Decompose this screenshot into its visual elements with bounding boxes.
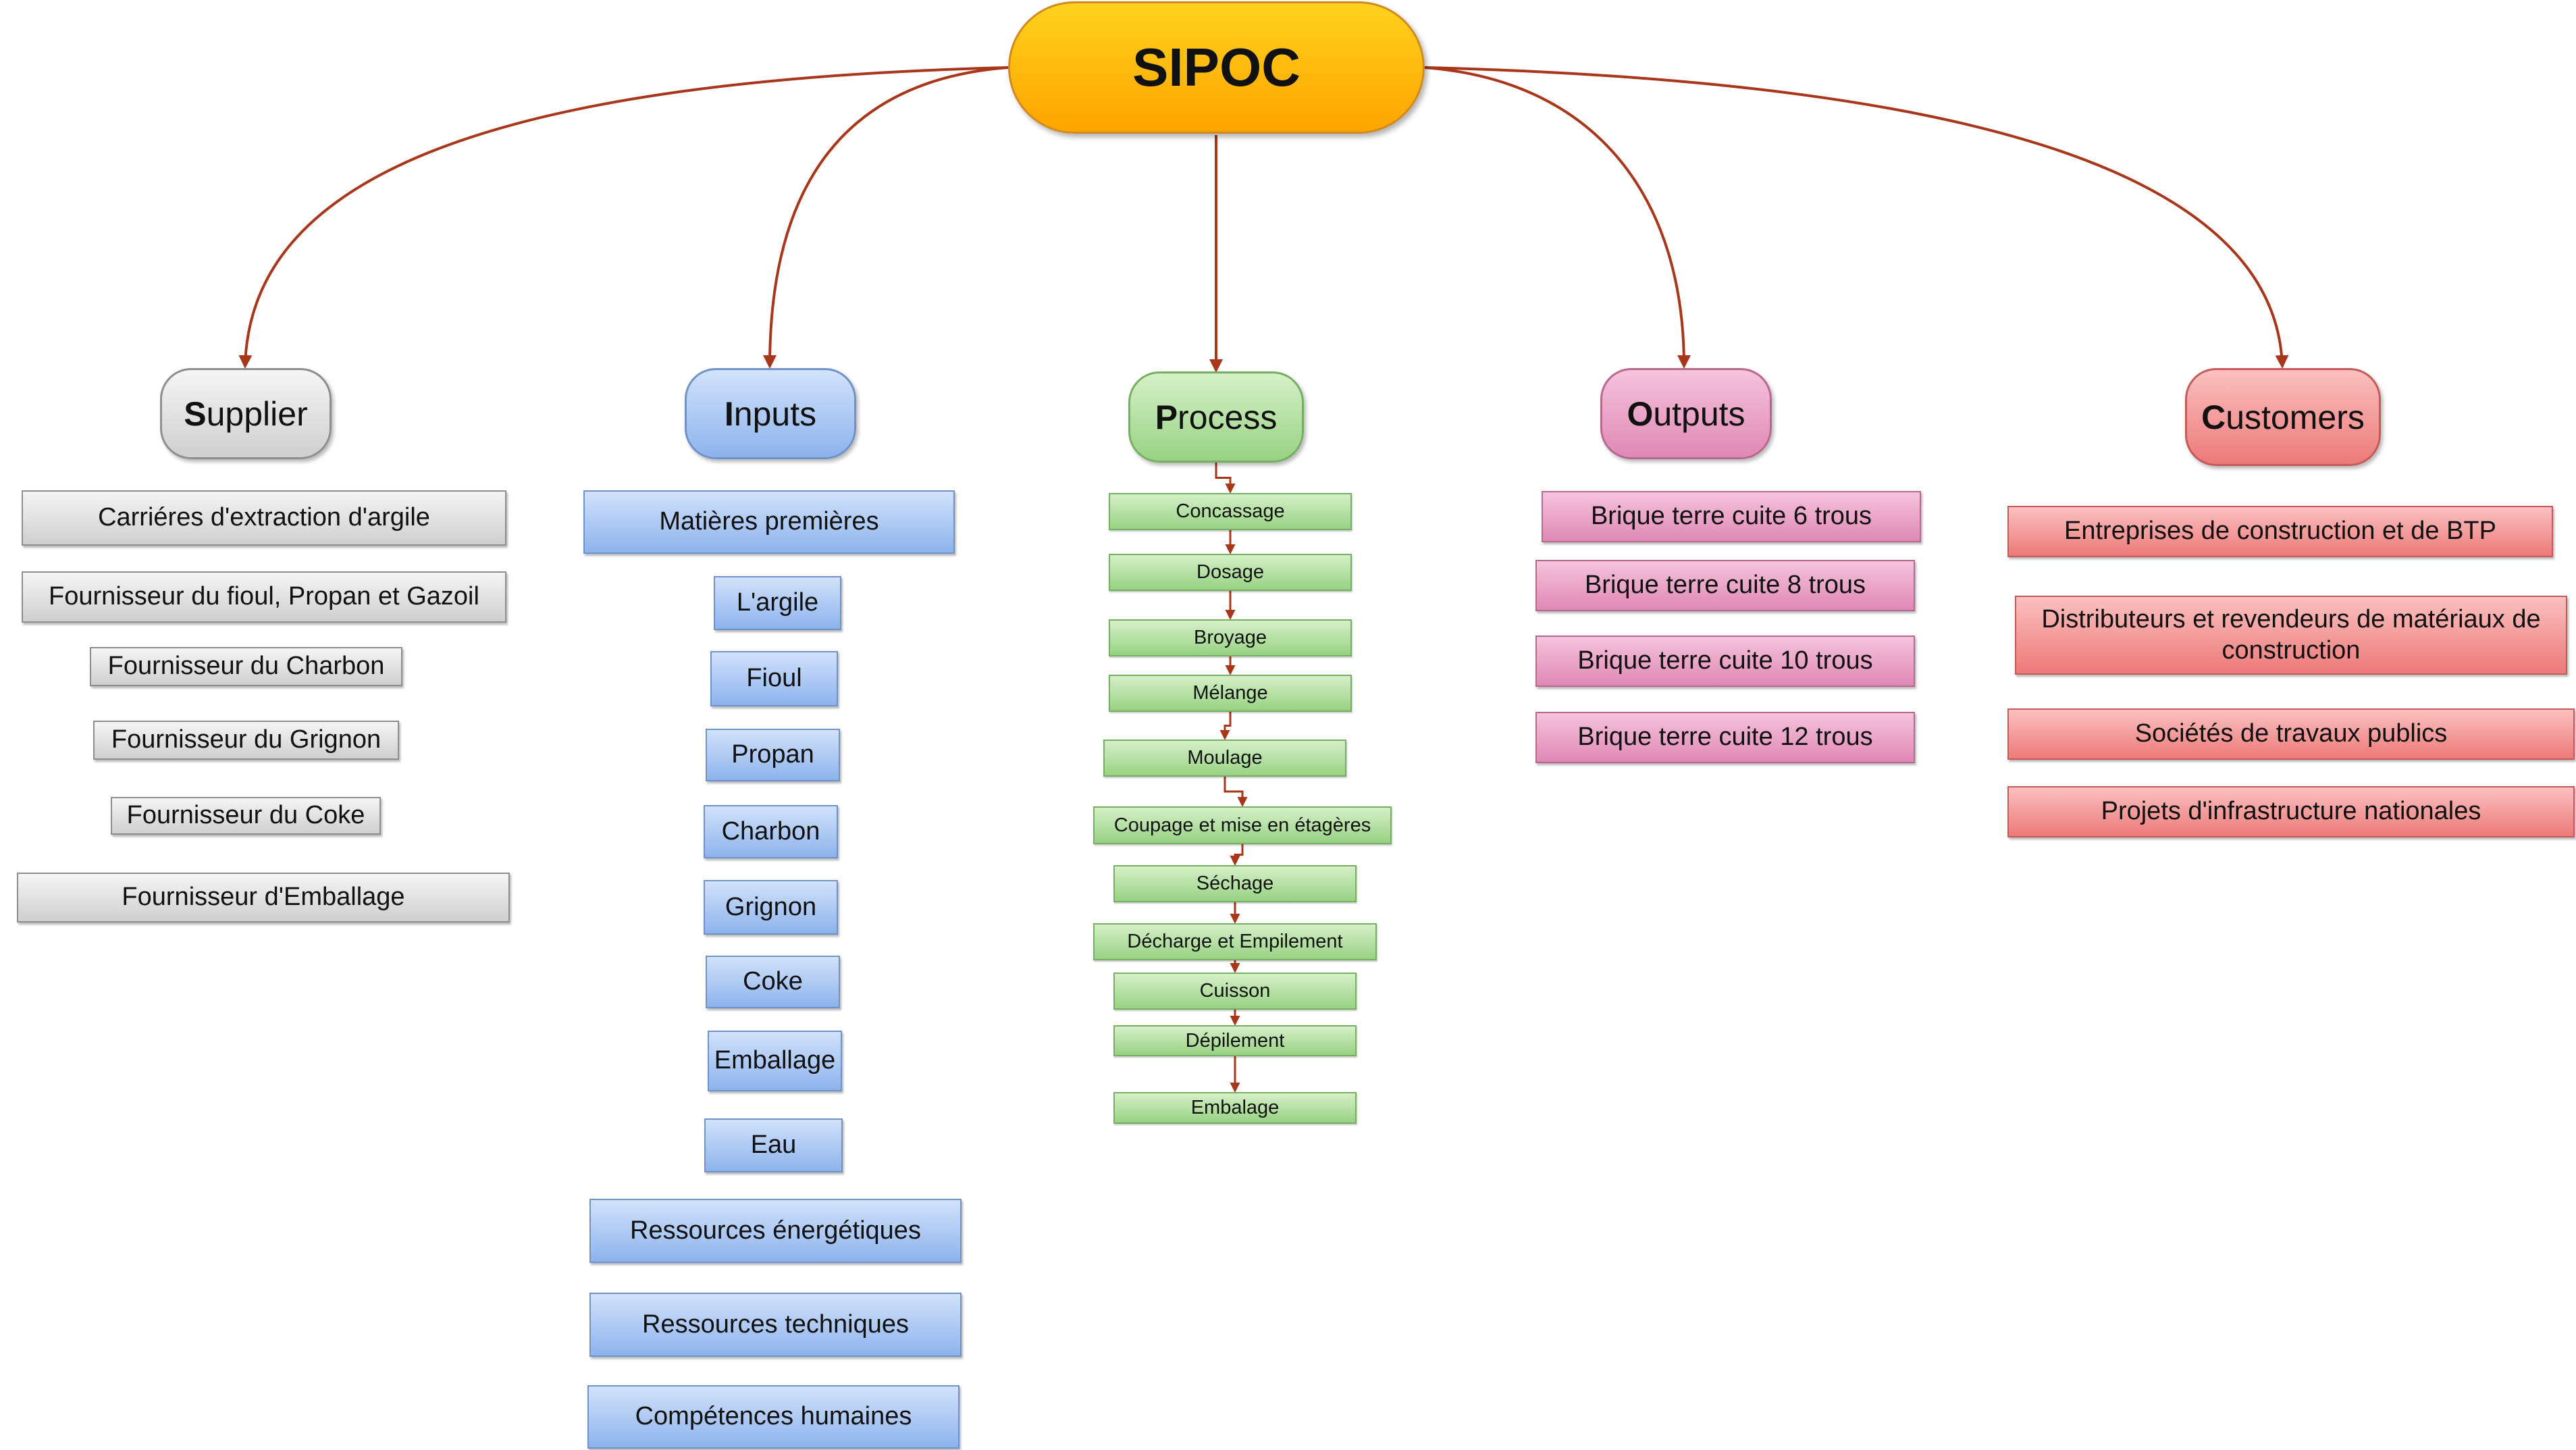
- input-item[interactable]: Compétences humaines: [587, 1385, 960, 1449]
- input-item[interactable]: Fioul: [710, 651, 838, 706]
- output-item[interactable]: Brique terre cuite 10 trous: [1535, 636, 1915, 687]
- supplier-item[interactable]: Carriéres d'extraction d'argile: [22, 490, 506, 546]
- process-flow-arrow: [1215, 463, 1236, 494]
- process-flow-arrow: [1230, 844, 1244, 866]
- connector-root-outputs: [1424, 66, 1691, 369]
- supplier-item[interactable]: Fournisseur du Coke: [111, 797, 381, 835]
- supplier-item[interactable]: Fournisseur du Grignon: [93, 721, 399, 760]
- connector-root-customers: [1424, 66, 2289, 369]
- category-supplier[interactable]: Supplier: [160, 368, 332, 459]
- category-inputs-label: Inputs: [724, 394, 817, 433]
- category-inputs[interactable]: Inputs: [685, 368, 856, 459]
- customer-item[interactable]: Entreprises de construction et de BTP: [2007, 506, 2553, 557]
- process-step[interactable]: Embalage: [1113, 1092, 1357, 1124]
- process-step[interactable]: Coupage et mise en étagères: [1093, 806, 1392, 844]
- root-node[interactable]: SIPOC: [1008, 1, 1425, 134]
- process-flow-arrow: [1219, 712, 1232, 740]
- process-step[interactable]: Broyage: [1109, 619, 1352, 656]
- process-step[interactable]: Mélange: [1109, 675, 1352, 712]
- category-supplier-label: Supplier: [184, 394, 308, 433]
- category-customers-label: Customers: [2201, 398, 2365, 436]
- process-step[interactable]: Séchage: [1113, 865, 1357, 902]
- connector-root-supplier: [238, 66, 1009, 369]
- root-title: SIPOC: [1132, 37, 1300, 97]
- category-customers[interactable]: Customers: [2185, 368, 2381, 466]
- input-item[interactable]: Propan: [706, 729, 840, 781]
- process-step[interactable]: Décharge et Empilement: [1093, 923, 1377, 960]
- customer-item[interactable]: Sociétés de travaux publics: [2007, 708, 2575, 760]
- process-step[interactable]: Concassage: [1109, 493, 1352, 530]
- connector-root-inputs: [763, 66, 1009, 369]
- output-item[interactable]: Brique terre cuite 8 trous: [1535, 560, 1915, 611]
- input-item[interactable]: Coke: [706, 956, 840, 1008]
- output-item[interactable]: Brique terre cuite 12 trous: [1535, 712, 1915, 763]
- process-step[interactable]: Dosage: [1109, 554, 1352, 591]
- process-step[interactable]: Moulage: [1103, 740, 1346, 777]
- category-process[interactable]: Process: [1128, 371, 1304, 463]
- supplier-item[interactable]: Fournisseur du fioul, Propan et Gazoil: [22, 571, 506, 623]
- supplier-item[interactable]: Fournisseur d'Emballage: [17, 873, 510, 923]
- input-item[interactable]: Ressources techniques: [589, 1293, 962, 1357]
- category-process-label: Process: [1155, 398, 1278, 436]
- customer-item[interactable]: Projets d'infrastructure nationales: [2007, 786, 2575, 837]
- category-outputs-label: Outputs: [1627, 394, 1745, 433]
- input-item[interactable]: Ressources énergétiques: [589, 1199, 962, 1263]
- input-item[interactable]: Emballage: [708, 1031, 842, 1091]
- input-item[interactable]: Eau: [704, 1118, 843, 1172]
- process-step[interactable]: Cuisson: [1113, 973, 1357, 1010]
- input-item[interactable]: Grignon: [704, 880, 838, 935]
- supplier-item[interactable]: Fournisseur du Charbon: [90, 647, 402, 686]
- input-item[interactable]: Charbon: [704, 805, 838, 858]
- customer-item[interactable]: Distributeurs et revendeurs de matériaux…: [2015, 596, 2567, 675]
- process-flow-arrow: [1224, 777, 1248, 807]
- output-item[interactable]: Brique terre cuite 6 trous: [1542, 491, 1921, 542]
- process-step[interactable]: Dépilement: [1113, 1025, 1357, 1056]
- category-outputs[interactable]: Outputs: [1600, 368, 1772, 459]
- input-item[interactable]: Matières premières: [583, 490, 955, 554]
- input-item[interactable]: L'argile: [714, 576, 841, 630]
